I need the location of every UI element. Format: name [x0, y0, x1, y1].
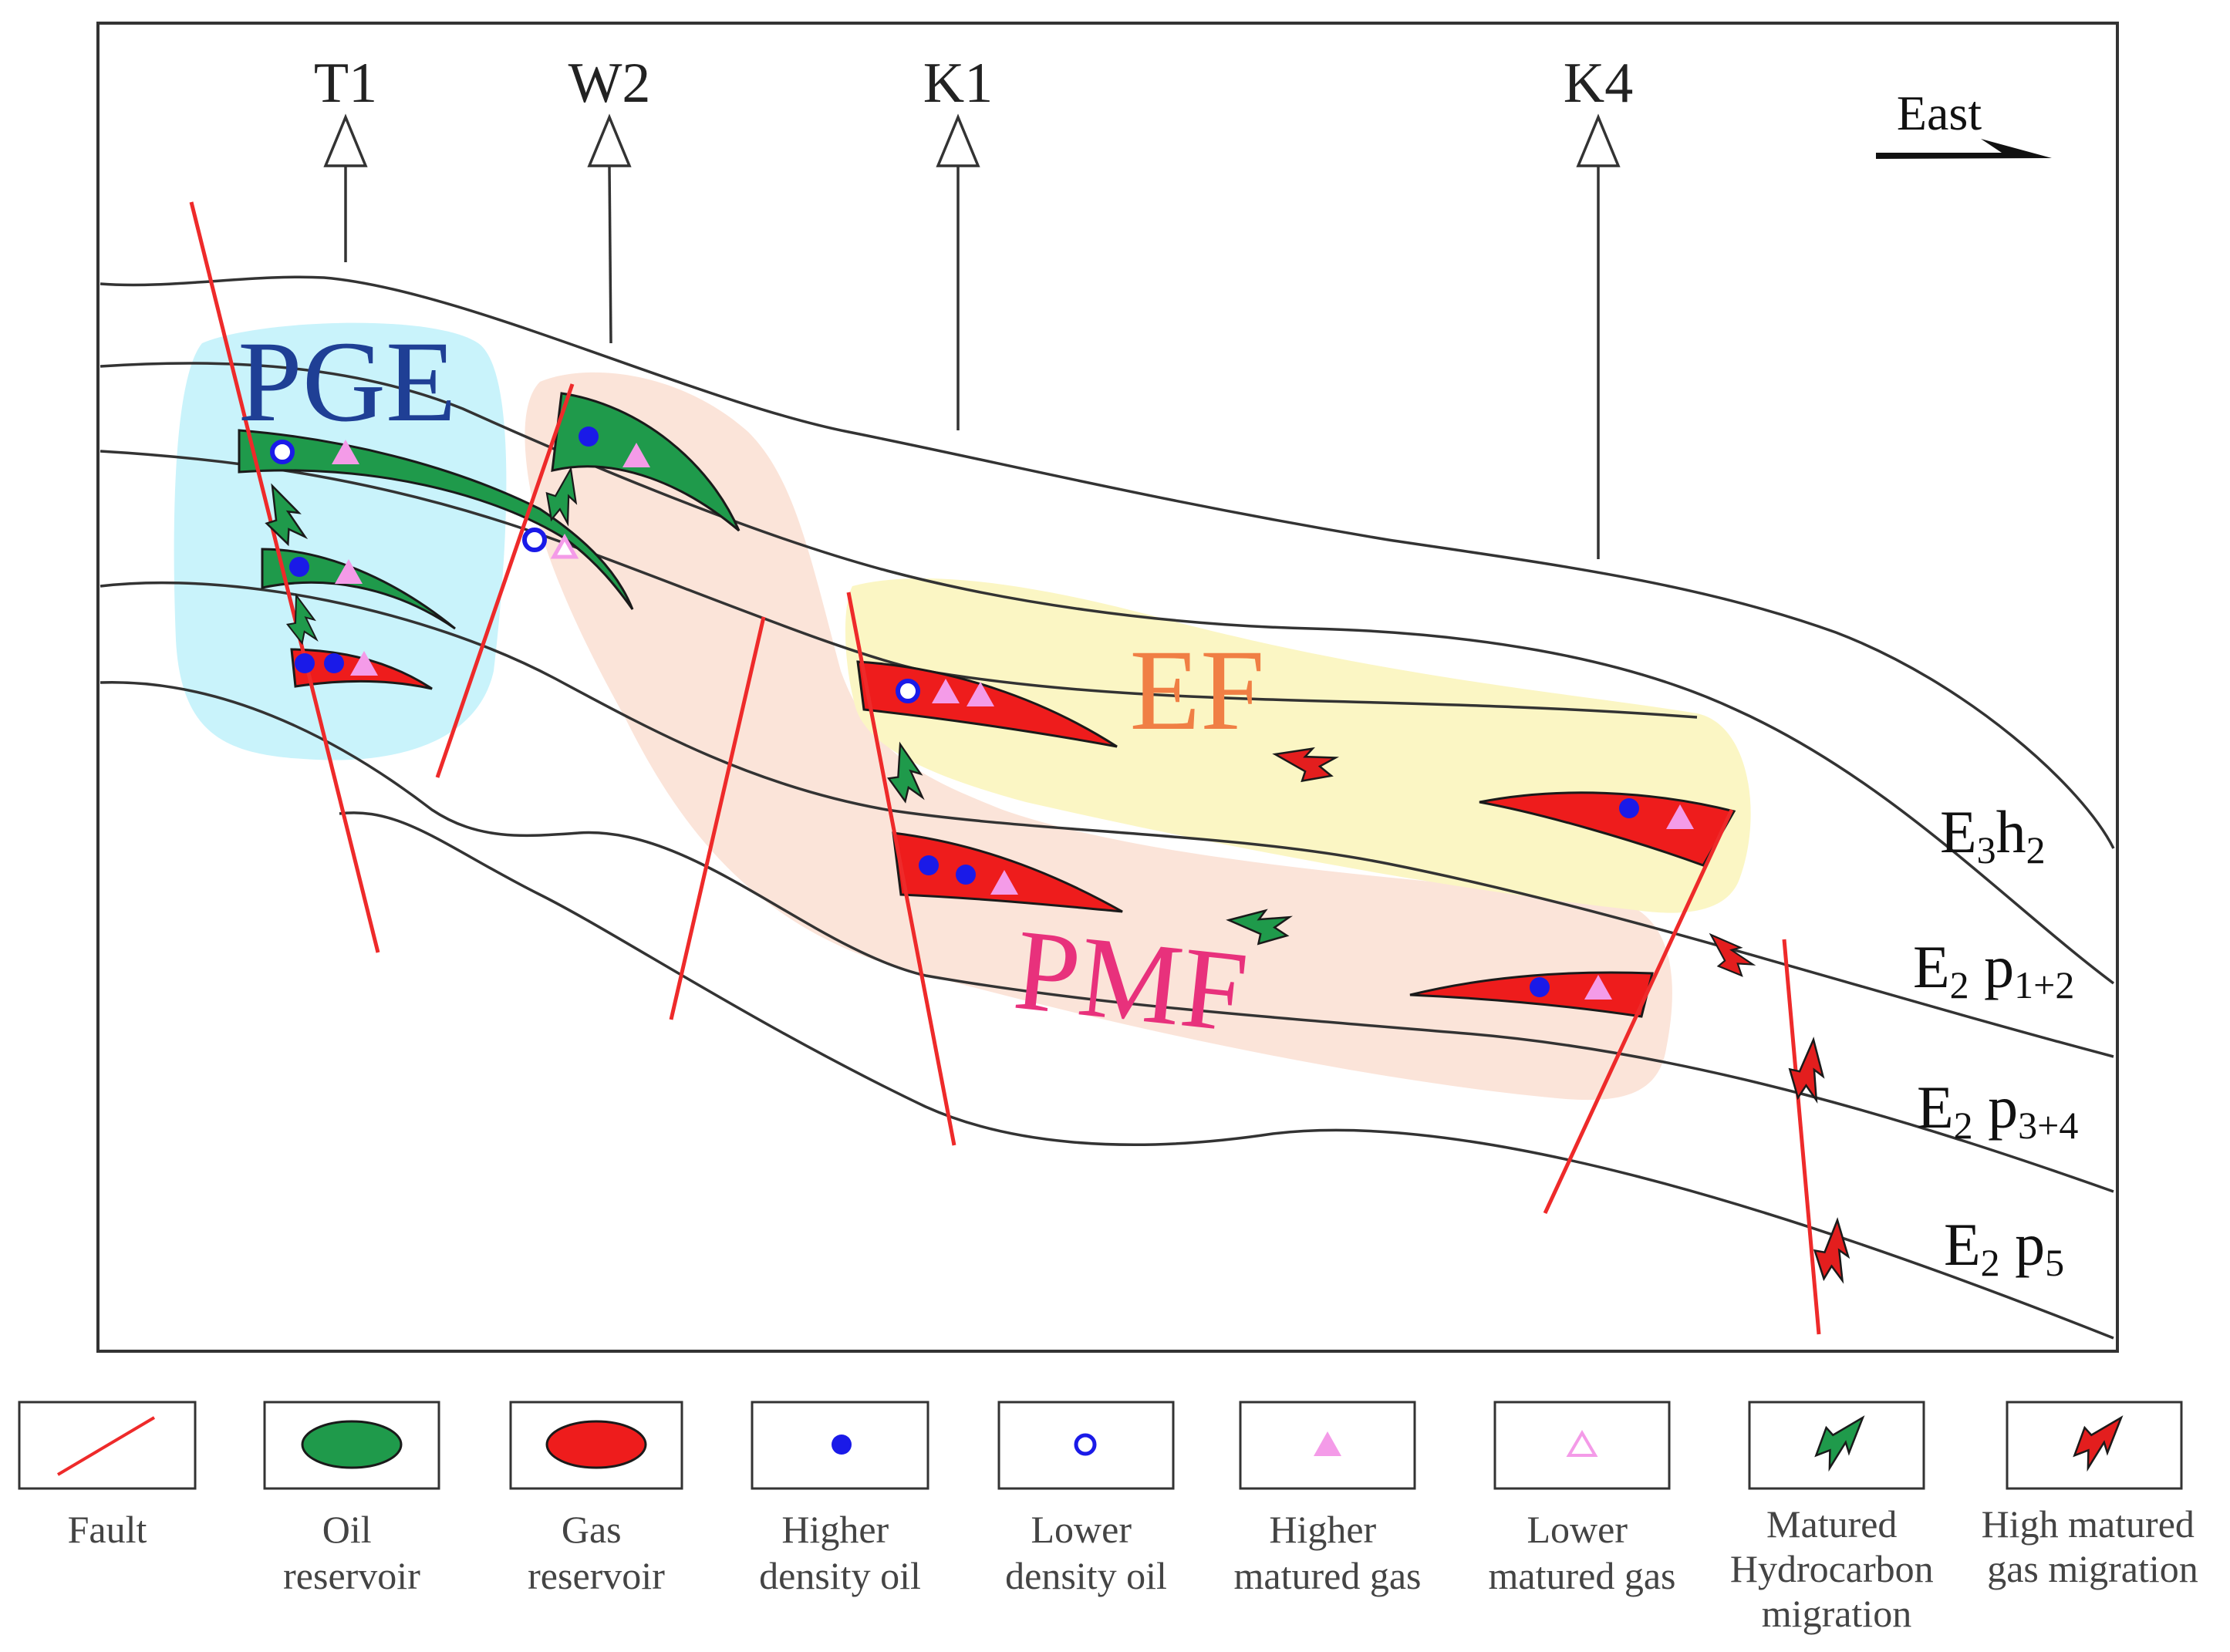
- well-k1: K1: [923, 52, 993, 430]
- well-label: W2: [568, 52, 651, 115]
- well-t1: T1: [314, 52, 377, 262]
- fault-line: [189, 201, 380, 953]
- stratum-line-5: [100, 681, 2114, 1193]
- higher-matured-gas-marker: [1666, 804, 1694, 829]
- well-head-triangle-icon: [323, 113, 368, 167]
- fault-line: [1543, 808, 1734, 1215]
- layer-labels: E3h2 E2 p1+2 E2 p3+4 E2 p5: [1913, 798, 2078, 1284]
- legend-higher-matured-gas-triangle: [1314, 1431, 1341, 1456]
- stratum-line-3: [100, 450, 1698, 719]
- legend-higher-density-oil-dot: [832, 1435, 852, 1455]
- higher-matured-gas-marker: [967, 682, 994, 706]
- legend: Fault Oil reservoir Gas reservoir Higher…: [18, 1401, 2205, 1635]
- legend-gas-ellipse: [545, 1420, 647, 1469]
- fault-line: [1782, 939, 1821, 1335]
- legend-caption-mhm: Matured Hydrocarbon migration: [1730, 1502, 1943, 1635]
- gas-reservoir: [1479, 791, 1736, 867]
- legend-caption-hmgm: High matured gas migration: [1982, 1502, 2205, 1590]
- fault-line: [435, 383, 575, 778]
- well-head-triangle-icon: [587, 113, 632, 167]
- lower-density-oil-marker: [896, 679, 920, 703]
- higher-density-oil-marker: [289, 557, 309, 577]
- well-head-triangle-icon: [1576, 113, 1621, 167]
- zone-label-ef: EF: [1129, 626, 1264, 754]
- higher-matured-gas-marker: [350, 651, 378, 676]
- layer-label: E2 p3+4: [1917, 1074, 2078, 1147]
- well-label: K4: [1564, 52, 1633, 115]
- strata-lines: [100, 275, 2115, 1340]
- legend-caption-ldo: Lower density oil: [1005, 1508, 1167, 1597]
- well-k4: K4: [1564, 52, 1633, 559]
- zone-label-pge: PGE: [238, 318, 456, 446]
- higher-density-oil-marker: [295, 653, 315, 673]
- well-label: T1: [314, 52, 377, 115]
- wells: T1 W2 K1 K4: [314, 52, 1633, 559]
- higher-density-oil-marker: [1619, 798, 1639, 818]
- fault-line: [846, 592, 956, 1146]
- lower-density-oil-marker: [270, 440, 295, 464]
- lower-matured-gas-marker: [550, 533, 579, 559]
- higher-density-oil-marker: [324, 653, 344, 673]
- stratum-line-4: [100, 581, 2114, 1058]
- legend-caption-lmg: Lower matured gas: [1489, 1508, 1676, 1597]
- legend-caption-hdo: Higher density oil: [759, 1508, 921, 1597]
- well-head-triangle-icon: [936, 113, 980, 167]
- legend-caption-oil: Oil reservoir: [283, 1508, 420, 1597]
- fault-line: [669, 616, 766, 1020]
- higher-matured-gas-marker: [932, 679, 960, 703]
- higher-density-oil-marker: [1530, 977, 1550, 997]
- legend-lower-matured-gas-triangle: [1566, 1430, 1598, 1457]
- higher-density-oil-marker: [919, 855, 939, 875]
- well-stem: [608, 165, 612, 344]
- legend-caption-fault: Fault: [68, 1508, 147, 1551]
- higher-matured-gas-marker: [1584, 975, 1612, 1000]
- well-w2: W2: [568, 52, 651, 344]
- legend-caption-gas: Gas reservoir: [528, 1508, 665, 1597]
- lower-density-oil-marker: [522, 528, 547, 552]
- layer-label: E2 p5: [1944, 1211, 2064, 1284]
- stratum-line-1: [100, 275, 2115, 849]
- reservoirs: [238, 392, 1736, 1018]
- higher-matured-gas-marker: [332, 440, 359, 464]
- higher-density-oil-marker: [579, 426, 599, 447]
- gas-reservoir: [1409, 971, 1654, 1018]
- layer-label: E2 p1+2: [1913, 933, 2074, 1006]
- east-arrow-icon: [1876, 139, 2052, 159]
- stratum-line-6: [339, 811, 2114, 1340]
- oil-reservoir: [261, 548, 456, 630]
- ef-zone-highlight: [845, 578, 1751, 913]
- layer-label: E3h2: [1940, 798, 2046, 872]
- higher-matured-gas-marker: [622, 443, 650, 467]
- stratum-line-2: [100, 362, 2115, 985]
- direction-indicator: East: [1876, 86, 2052, 159]
- legend-oil-ellipse: [301, 1420, 403, 1469]
- faults: [189, 201, 1821, 1335]
- legend-boxes: [18, 1401, 2183, 1490]
- zone-label-pmf: PMF: [1009, 905, 1253, 1057]
- gas-reservoir: [892, 831, 1123, 913]
- direction-label: East: [1897, 86, 1982, 140]
- well-label: K1: [923, 52, 993, 115]
- legend-lower-density-oil-dot: [1074, 1433, 1097, 1456]
- gas-maturity-markers: [332, 440, 1694, 1000]
- higher-density-oil-marker: [956, 865, 976, 885]
- oil-density-markers: [270, 426, 1639, 997]
- higher-matured-gas-marker: [335, 559, 363, 584]
- legend-fault-line: [56, 1416, 156, 1476]
- higher-matured-gas-marker: [990, 870, 1018, 895]
- legend-caption-hmg: Higher matured gas: [1234, 1508, 1422, 1597]
- pmf-zone-highlight: [525, 372, 1672, 1101]
